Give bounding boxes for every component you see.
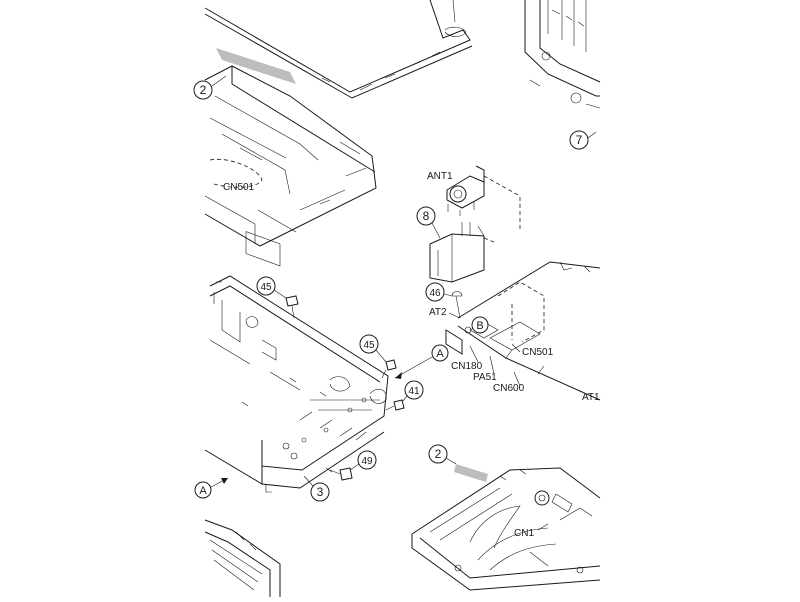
callout-text: 46 bbox=[429, 288, 441, 299]
callout-text: 49 bbox=[361, 456, 373, 467]
callout-text: 2 bbox=[435, 447, 442, 461]
connector-label: PA51 bbox=[473, 372, 497, 383]
front-panel-strip bbox=[204, 519, 281, 597]
callout-text: 41 bbox=[408, 386, 420, 397]
callout-3: 3 bbox=[303, 475, 330, 502]
connector-label: CN501 bbox=[522, 347, 554, 358]
antenna-label: AT2 bbox=[429, 307, 447, 318]
screw-45-upper bbox=[285, 295, 299, 319]
callout-8: 8 bbox=[416, 206, 441, 239]
callout-text: 45 bbox=[363, 340, 375, 351]
connector-label: CN501 bbox=[223, 182, 255, 193]
main-circuit-board bbox=[445, 261, 601, 401]
callout-2-bottom: 2 bbox=[428, 444, 457, 465]
callout-text: 45 bbox=[260, 282, 272, 293]
callout-text: 7 bbox=[576, 133, 583, 147]
top-cover-plate bbox=[204, 0, 473, 99]
antenna-label: ANT1 bbox=[427, 171, 453, 182]
dashed-guide-lines bbox=[483, 175, 545, 343]
callout-b: B bbox=[471, 316, 489, 334]
heatsink-assembly bbox=[524, 0, 601, 109]
screw-45-lower bbox=[381, 359, 397, 379]
cd-mechanism-top bbox=[204, 65, 377, 267]
callout-a-left: A bbox=[194, 477, 229, 499]
callout-7: 7 bbox=[569, 130, 597, 150]
shield-part-8 bbox=[429, 222, 485, 283]
callout-46: 46 bbox=[425, 282, 453, 302]
label-sticker-top bbox=[216, 48, 296, 84]
callout-text: 3 bbox=[317, 485, 324, 499]
main-chassis-frame bbox=[204, 275, 389, 493]
callout-45-upper: 45 bbox=[256, 276, 287, 299]
connector-label: CN600 bbox=[493, 383, 525, 394]
callout-text: A bbox=[436, 348, 444, 360]
screw-49 bbox=[325, 467, 353, 481]
antenna-jack bbox=[446, 165, 485, 216]
connector-label: CN1 bbox=[514, 528, 534, 539]
label-sticker-bottom bbox=[454, 464, 488, 482]
callout-text: B bbox=[476, 320, 483, 332]
callout-2-top: 2 bbox=[193, 75, 227, 100]
callout-text: 2 bbox=[200, 83, 207, 97]
screw-41 bbox=[385, 399, 405, 411]
callout-49: 49 bbox=[349, 450, 377, 471]
callout-45-lower: 45 bbox=[359, 334, 387, 363]
connector-label: CN180 bbox=[451, 361, 483, 372]
callout-text: A bbox=[199, 485, 207, 497]
antenna-label: AT1 bbox=[582, 392, 600, 403]
cd-mechanism-bottom bbox=[411, 467, 601, 591]
callout-41: 41 bbox=[401, 380, 424, 403]
callout-text: 8 bbox=[423, 209, 430, 223]
callout-a-mid: A bbox=[394, 344, 449, 379]
